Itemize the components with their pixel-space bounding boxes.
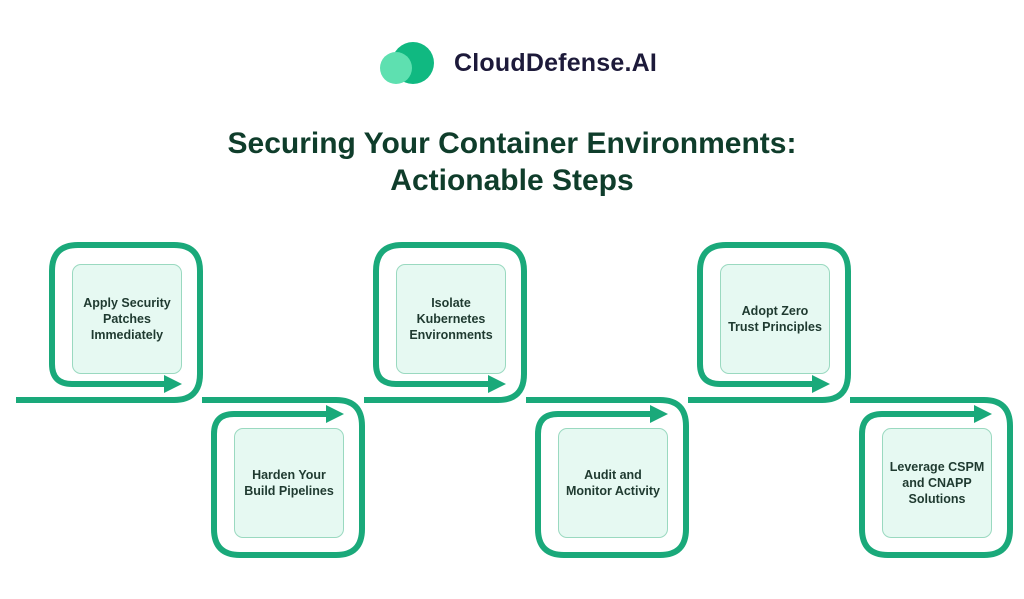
step-frame-loop	[535, 397, 689, 558]
step-label: Apply Security Patches Immediately	[83, 296, 171, 342]
step-card: Audit and Monitor Activity	[558, 428, 668, 538]
step-card: Harden Your Build Pipelines	[234, 428, 344, 538]
cloud-icon	[378, 40, 438, 86]
step-card: Isolate Kubernetes Environments	[396, 264, 506, 374]
step-card: Leverage CSPM and CNAPP Solutions	[882, 428, 992, 538]
step-frame-loop	[211, 397, 365, 558]
page-title: Securing Your Container Environments: Ac…	[0, 125, 1024, 199]
step-card: Adopt Zero Trust Principles	[720, 264, 830, 374]
step-frame-loop	[373, 242, 527, 403]
step-frame-loop	[697, 242, 851, 403]
arrow-head-icon	[164, 375, 182, 393]
step-label: Audit and Monitor Activity	[566, 468, 660, 498]
arrow-head-icon	[974, 405, 992, 423]
brand-name: CloudDefense.AI	[454, 48, 658, 77]
step-label: Isolate Kubernetes Environments	[409, 296, 493, 342]
arrow-head-icon	[650, 405, 668, 423]
step-label: Adopt Zero Trust Principles	[728, 304, 822, 334]
arrow-head-icon	[488, 375, 506, 393]
step-frame-loop	[49, 242, 203, 403]
title-line-1: Securing Your Container Environments:	[227, 127, 797, 160]
step-frame-loop	[859, 397, 1013, 558]
title-line-2: Actionable Steps	[390, 164, 634, 197]
step-card: Apply Security Patches Immediately	[72, 264, 182, 374]
step-label: Leverage CSPM and CNAPP Solutions	[889, 460, 985, 506]
step-label: Harden Your Build Pipelines	[244, 468, 334, 498]
arrow-head-icon	[812, 375, 830, 393]
brand-logo: CloudDefense.AI	[378, 40, 657, 86]
arrow-head-icon	[326, 405, 344, 423]
